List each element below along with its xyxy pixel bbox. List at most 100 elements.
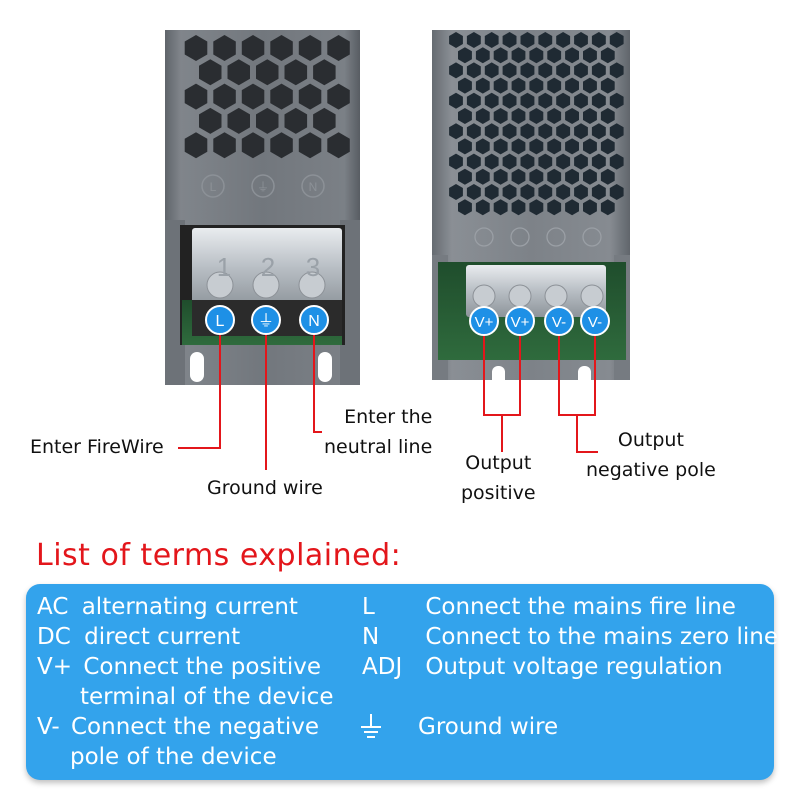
vent-hole xyxy=(529,47,544,64)
terminal-badge-vminus-2: V- xyxy=(580,306,610,336)
vent-hole xyxy=(466,123,481,140)
vent-hole xyxy=(466,184,481,200)
vent-hole xyxy=(270,35,293,61)
vent-hole xyxy=(458,138,472,155)
term-dc-abbr: DC xyxy=(37,624,71,650)
vent-hole xyxy=(493,108,508,124)
vent-hole xyxy=(556,153,571,170)
vent-hole xyxy=(600,138,615,155)
term-adj-abbr: ADJ xyxy=(362,654,403,680)
vent-hole xyxy=(583,47,597,64)
term-ground: Ground wire xyxy=(418,714,559,740)
vent-hole xyxy=(600,47,615,64)
term-vminus-text: Connect the negative xyxy=(71,714,320,740)
case-mark-n: N xyxy=(309,180,318,194)
callout-output-negative-2: negative pole xyxy=(586,459,716,481)
vent-hole xyxy=(184,35,208,61)
vent-hole xyxy=(327,132,350,159)
vent-hole xyxy=(538,62,553,79)
vent-hole xyxy=(574,92,588,109)
product-photo: L ⏚ N 1 2 3 L ⏚ N xyxy=(165,30,630,470)
term-n: N Connect to the mains zero line xyxy=(362,622,778,652)
vent-hole xyxy=(313,59,336,86)
vent-hole xyxy=(511,108,526,124)
vent-hole xyxy=(565,77,579,94)
vent-hole xyxy=(520,184,535,200)
callout-neutral-line-1: Enter the xyxy=(344,406,433,428)
vent-hole xyxy=(466,153,481,170)
svg-text:N: N xyxy=(308,313,320,330)
term-l: L Connect the mains fire line xyxy=(362,592,736,622)
vent-hole xyxy=(475,168,490,185)
left-power-supply: L ⏚ N 1 2 3 L ⏚ N xyxy=(165,30,360,470)
vent-hole xyxy=(609,62,624,79)
term-vminus: V- Connect the negative xyxy=(37,712,319,742)
vent-hole xyxy=(529,199,544,216)
vent-hole xyxy=(270,83,293,110)
term-vminus-abbr: V- xyxy=(37,714,60,740)
vent-hole xyxy=(520,123,535,140)
vent-hole xyxy=(520,32,535,48)
vent-hole xyxy=(241,132,265,159)
case-mark-ground: ⏚ xyxy=(257,180,269,194)
vent-hole xyxy=(591,32,606,48)
vent-hole xyxy=(502,184,517,200)
vent-hole xyxy=(227,107,250,134)
vent-hole xyxy=(547,77,562,94)
vent-hole xyxy=(574,153,588,170)
vent-hole xyxy=(475,77,490,94)
vent-hole xyxy=(458,199,472,216)
vent-hole xyxy=(591,123,606,140)
term-adj: ADJ Output voltage regulation xyxy=(362,652,723,682)
term-adj-text: Output voltage regulation xyxy=(425,654,723,680)
vent-hole xyxy=(475,108,490,124)
vent-hole xyxy=(256,59,279,86)
vent-hole xyxy=(511,77,526,94)
vent-hole xyxy=(556,62,571,79)
vent-hole xyxy=(538,184,553,200)
vent-hole xyxy=(502,123,517,140)
callout-live-wire: Enter FireWire xyxy=(30,436,164,458)
vent-hole xyxy=(484,92,499,109)
term-l-abbr: L xyxy=(362,594,375,620)
vent-hole xyxy=(556,92,571,109)
vent-hole xyxy=(213,35,236,61)
vent-hole xyxy=(538,92,553,109)
vent-hole xyxy=(565,168,579,185)
vent-hole xyxy=(449,184,463,200)
vent-hole xyxy=(583,138,597,155)
callout-output-positive-1: Output xyxy=(465,452,532,474)
vent-hole xyxy=(199,107,222,134)
vent-hole xyxy=(529,138,544,155)
vent-hole xyxy=(565,47,579,64)
vent-hole xyxy=(529,168,544,185)
vent-hole xyxy=(213,132,236,159)
block-number-3: 3 xyxy=(306,252,320,282)
vent-hole xyxy=(520,92,535,109)
vent-hole xyxy=(591,184,606,200)
left-vent-grid xyxy=(184,35,350,159)
term-n-text: Connect to the mains zero line xyxy=(425,624,779,650)
vent-hole xyxy=(270,132,293,159)
vent-hole xyxy=(511,47,526,64)
term-l-text: Connect the mains fire line xyxy=(425,594,736,620)
vent-hole xyxy=(520,153,535,170)
vent-hole xyxy=(458,168,472,185)
vent-hole xyxy=(565,138,579,155)
vent-hole xyxy=(327,35,350,61)
vent-hole xyxy=(184,83,208,110)
vent-hole xyxy=(538,153,553,170)
vent-hole xyxy=(458,108,472,124)
terms-heading: List of terms explained: xyxy=(36,538,402,573)
vent-hole xyxy=(449,62,463,79)
vent-hole xyxy=(484,123,499,140)
callout-ground-wire: Ground wire xyxy=(207,477,323,499)
vent-hole xyxy=(547,47,562,64)
terminal-badge-vplus-2: V+ xyxy=(505,306,535,336)
vent-hole xyxy=(529,108,544,124)
vent-hole xyxy=(449,92,463,109)
vent-hole xyxy=(547,108,562,124)
vent-hole xyxy=(298,83,322,110)
case-mark-l: L xyxy=(210,180,217,194)
vent-hole xyxy=(600,77,615,94)
